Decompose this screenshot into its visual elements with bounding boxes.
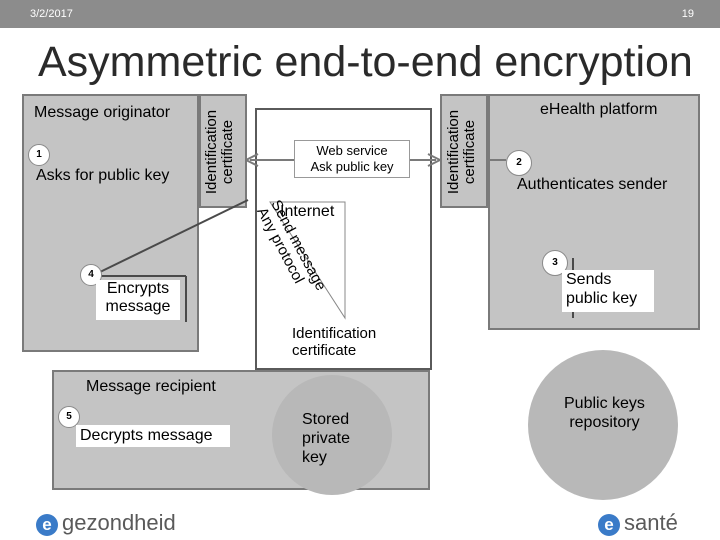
slide-title: Asymmetric end-to-end encryption: [38, 38, 693, 86]
slide-date: 3/2/2017: [30, 8, 73, 20]
public-keys-repository-label: Public keys repository: [564, 394, 645, 432]
web-service-label: Web service Ask public key: [294, 140, 410, 178]
left-certificate-line1: Identification: [203, 109, 220, 195]
step-2-badge: 2: [506, 150, 532, 176]
step-5-badge: 5: [58, 406, 80, 428]
recipient-label: Message recipient: [86, 378, 216, 395]
repository-line1: Public keys: [564, 395, 645, 412]
internet-label: Internet: [280, 203, 335, 220]
web-service-line1: Web service: [316, 143, 388, 158]
stored-line1: Stored: [302, 411, 350, 428]
id-certificate-label: Identification certificate: [292, 325, 377, 360]
right-certificate-line2: certificate: [460, 119, 478, 185]
step-3-badge: 3: [542, 250, 568, 276]
gezondheid-logo-text: gezondheid: [62, 510, 176, 535]
sends-public-key-label: Sends public key: [562, 270, 654, 312]
left-certificate-box: [199, 94, 247, 208]
page-number: 19: [681, 8, 694, 20]
web-service-line2: Ask public key: [310, 158, 394, 174]
right-certificate-label: Identification certificate: [445, 94, 482, 210]
public-keys-repository-ellipse: [528, 350, 678, 500]
stored-private-key-label: Stored private key: [302, 410, 350, 468]
originator-label: Message originator: [34, 104, 171, 121]
ehealth-step2-text: Authenticates sender: [517, 176, 668, 193]
step-1-badge: 1: [28, 144, 50, 166]
right-certificate-box: [440, 94, 488, 208]
id-certificate-line1: Identification: [292, 325, 377, 342]
decrypts-message-label: Decrypts message: [76, 425, 230, 447]
stored-private-key-ellipse: [272, 375, 392, 495]
sends-public-key-line2: public key: [566, 290, 638, 308]
e-letter-icon: e: [598, 514, 620, 536]
encrypt-line2: message: [105, 298, 171, 316]
ehealth-label: eHealth platform: [540, 101, 658, 118]
top-bar: 3/2/2017 19: [0, 0, 720, 28]
left-certificate-line2: certificate: [218, 119, 236, 185]
stored-line3: key: [302, 449, 327, 467]
originator-step-text: Asks for public key: [36, 167, 170, 184]
sends-public-key-line1: Sends: [566, 271, 612, 288]
esante-logo-text: santé: [624, 510, 678, 535]
id-certificate-line2: certificate: [292, 341, 357, 359]
repository-line2: repository: [569, 414, 640, 432]
e-letter-icon: e: [36, 514, 58, 536]
stored-line2: private: [302, 430, 351, 448]
right-certificate-line1: Identification: [445, 109, 462, 195]
encrypt-label: Encrypts message: [96, 280, 180, 320]
left-certificate-label: Identification certificate: [203, 94, 240, 210]
encrypt-line1: Encrypts: [106, 280, 170, 297]
